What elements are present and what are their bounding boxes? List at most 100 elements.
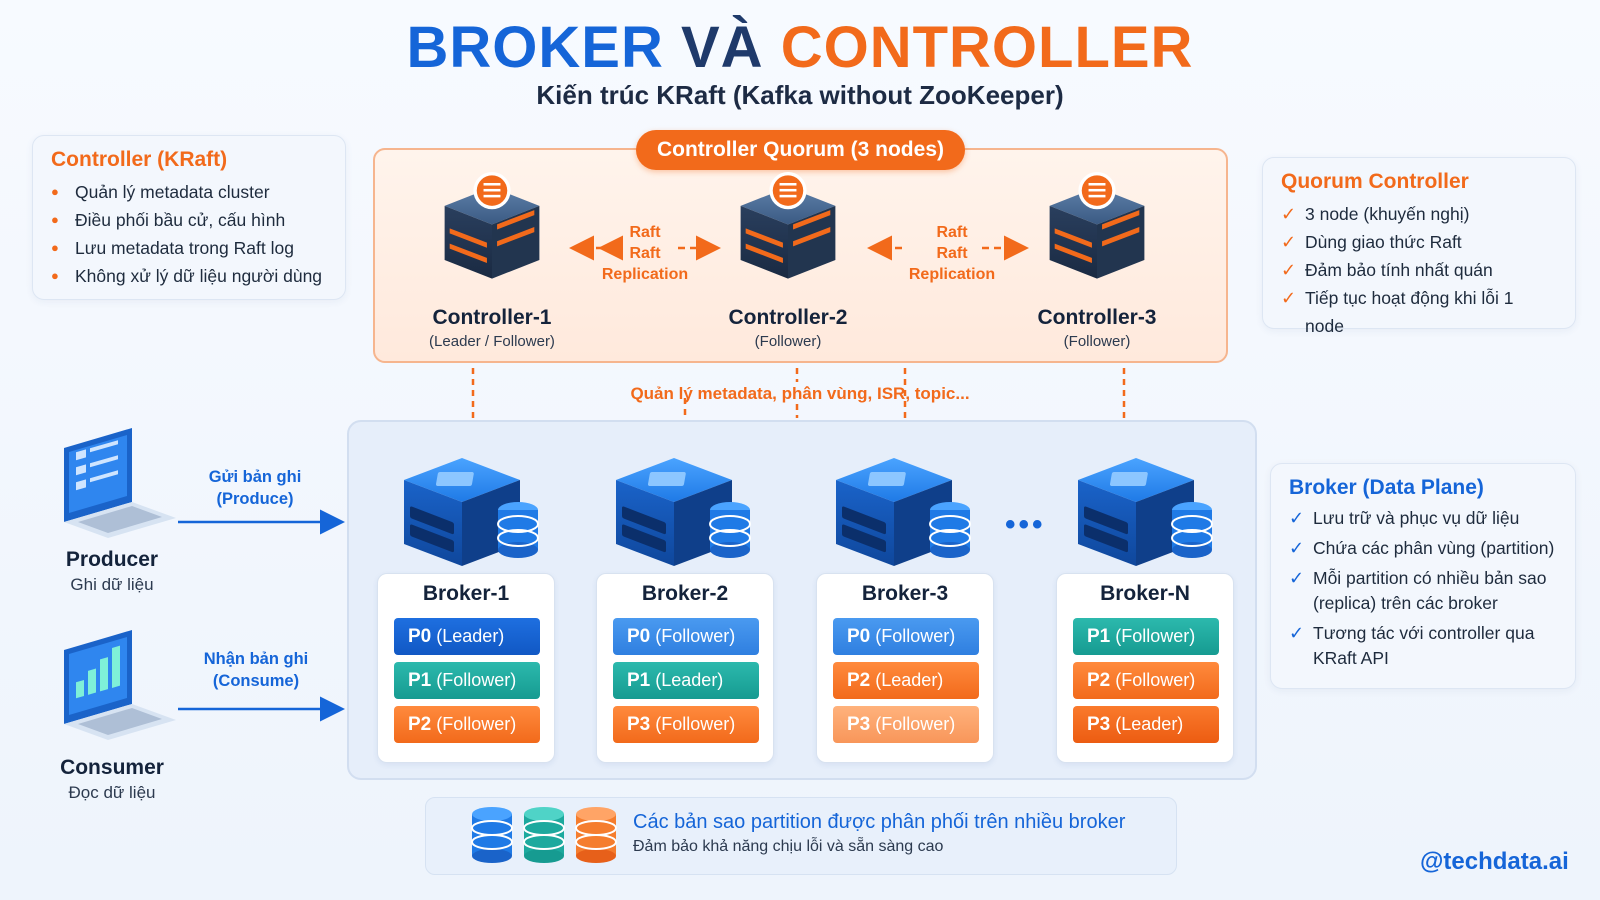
laptop-chart-icon (64, 630, 176, 740)
quorum-card-item: Tiếp tục hoạt động khi lỗi 1 node (1281, 284, 1557, 340)
partition-id: P3 (1087, 714, 1111, 735)
controller-1-role: (Leader / Follower) (429, 333, 555, 350)
producer-sub: Ghi dữ liệu (70, 575, 154, 594)
more-brokers-ellipsis: ••• (1005, 508, 1046, 541)
controller-server-icon (444, 172, 540, 279)
raft-label-1-line1: Raft (629, 224, 661, 241)
laptop-list-icon (64, 428, 176, 538)
broker-card-item: Lưu trữ và phục vụ dữ liệu (1289, 506, 1565, 531)
partition-role: (Leader) (655, 670, 724, 690)
partition-role: (Leader) (1115, 714, 1184, 734)
controller-info-card: Controller (KRaft) Quản lý metadata clus… (32, 135, 346, 300)
broker-server-icon (616, 458, 751, 566)
broker-2-server (612, 450, 757, 575)
controller-2-name: Controller-2 (728, 306, 848, 329)
raft-label-2-line3: Replication (908, 266, 996, 283)
consume-label: Nhận bản ghi (Consume) (176, 648, 336, 692)
producer-name: Producer (65, 548, 159, 571)
broker-n-card: Broker-N P1 (Follower) P2 (Follower) P3 … (1056, 573, 1234, 763)
controller-card-item: Không xử lý dữ liệu người dùng (51, 262, 327, 290)
broker-2-card: Broker-2 P0 (Follower) P1 (Leader) P3 (F… (596, 573, 774, 763)
quorum-card-item: 3 node (khuyến nghị) (1281, 200, 1557, 228)
controller-quorum-label: Controller Quorum (3 nodes) (636, 130, 965, 170)
quorum-card-item: Đảm bảo tính nhất quán (1281, 256, 1557, 284)
quorum-card-item: Dùng giao thức Raft (1281, 228, 1557, 256)
database-icons (470, 806, 620, 869)
quorum-card-heading: Quorum Controller (1281, 170, 1469, 193)
partition-badge: P1 (Follower) (394, 662, 540, 699)
broker-server-icon (836, 458, 971, 566)
partition-role: (Leader) (875, 670, 944, 690)
partition-role: (Follower) (436, 670, 517, 690)
partition-badge: P0 (Leader) (394, 618, 540, 655)
broker-card-item: Tương tác với controller qua KRaft API (1289, 621, 1565, 671)
consumer-laptop (56, 630, 180, 747)
broker-3-name: Broker-3 (861, 582, 949, 605)
broker-3-card: Broker-3 P0 (Follower) P2 (Leader) P3 (F… (816, 573, 994, 763)
partition-id: P2 (1087, 670, 1111, 691)
partition-id: P0 (408, 626, 432, 647)
partition-role: (Follower) (875, 626, 956, 646)
produce-label-line1: Gửi bản ghi (208, 468, 302, 486)
broker-2-name: Broker-2 (641, 582, 729, 605)
partition-id: P1 (627, 670, 651, 691)
broker-server-icon (1078, 458, 1213, 566)
controller-card-item: Lưu metadata trong Raft log (51, 234, 327, 262)
controller-server-icon (740, 172, 836, 279)
broker-1-name: Broker-1 (422, 582, 510, 605)
broker-server-icon (404, 458, 539, 566)
partition-id: P0 (847, 626, 871, 647)
partition-role: (Follower) (1115, 670, 1196, 690)
partition-badge: P3 (Follower) (613, 706, 759, 743)
controller-1-name: Controller-1 (432, 306, 552, 329)
partition-role: (Follower) (655, 714, 736, 734)
raft-label-1: Raft Raft Replication (590, 222, 700, 285)
partition-badge: P3 (Follower) (833, 706, 979, 743)
title-and: VÀ (681, 15, 764, 80)
controller-card-heading: Controller (KRaft) (51, 148, 228, 171)
controller-card-item: Điều phối bầu cử, cấu hình (51, 206, 327, 234)
quorum-info-card: Quorum Controller 3 node (khuyến nghị) D… (1262, 157, 1576, 336)
broker-1-card: Broker-1 P0 (Leader) P1 (Follower) P2 (F… (377, 573, 555, 763)
broker-info-card: Broker (Data Plane) Lưu trữ và phục vụ d… (1270, 463, 1576, 689)
database-stack-icon (471, 807, 617, 863)
partition-id: P3 (847, 714, 871, 735)
partition-role: (Leader) (436, 626, 505, 646)
partition-role: (Follower) (875, 714, 956, 734)
partition-badge: P3 (Leader) (1073, 706, 1219, 743)
page-title: BROKER VÀ CONTROLLER (0, 14, 1600, 81)
controller-3-role: (Follower) (1063, 333, 1131, 350)
broker-n-name: Broker-N (1100, 582, 1190, 605)
partition-badge: P1 (Follower) (1073, 618, 1219, 655)
title-controller: CONTROLLER (780, 15, 1194, 80)
partition-id: P1 (1087, 626, 1111, 647)
produce-label: Gửi bản ghi (Produce) (180, 466, 330, 510)
partition-badge: P2 (Leader) (833, 662, 979, 699)
replication-note-title: Các bản sao partition được phân phối trê… (633, 811, 1126, 833)
partition-badge: P0 (Follower) (613, 618, 759, 655)
raft-label-2-line1: Raft (936, 224, 968, 241)
partition-id: P2 (408, 714, 432, 735)
raft-label-1-line3: Replication (601, 266, 689, 283)
partition-badge: P2 (Follower) (394, 706, 540, 743)
partition-role: (Follower) (1115, 626, 1196, 646)
consume-label-line2: (Consume) (212, 672, 300, 690)
controller-1-node (430, 172, 554, 287)
controller-3-name: Controller-3 (1037, 306, 1157, 329)
consumer-sub: Đọc dữ liệu (68, 783, 156, 802)
produce-label-line2: (Produce) (216, 490, 294, 508)
producer-laptop (56, 428, 180, 545)
broker-card-heading: Broker (Data Plane) (1289, 476, 1484, 499)
raft-label-1-line2: Raft (629, 245, 661, 262)
consume-label-line1: Nhận bản ghi (203, 650, 309, 668)
metadata-label: Quản lý metadata, phân vùng, ISR, topic.… (630, 384, 970, 403)
partition-id: P3 (627, 714, 651, 735)
controller-2-node (726, 172, 850, 287)
raft-label-2: Raft Raft Replication (897, 222, 1007, 285)
controller-server-icon (1049, 172, 1145, 279)
title-broker: BROKER (406, 15, 664, 80)
broker-1-server (400, 450, 545, 575)
broker-3-server (832, 450, 977, 575)
partition-role: (Follower) (436, 714, 517, 734)
